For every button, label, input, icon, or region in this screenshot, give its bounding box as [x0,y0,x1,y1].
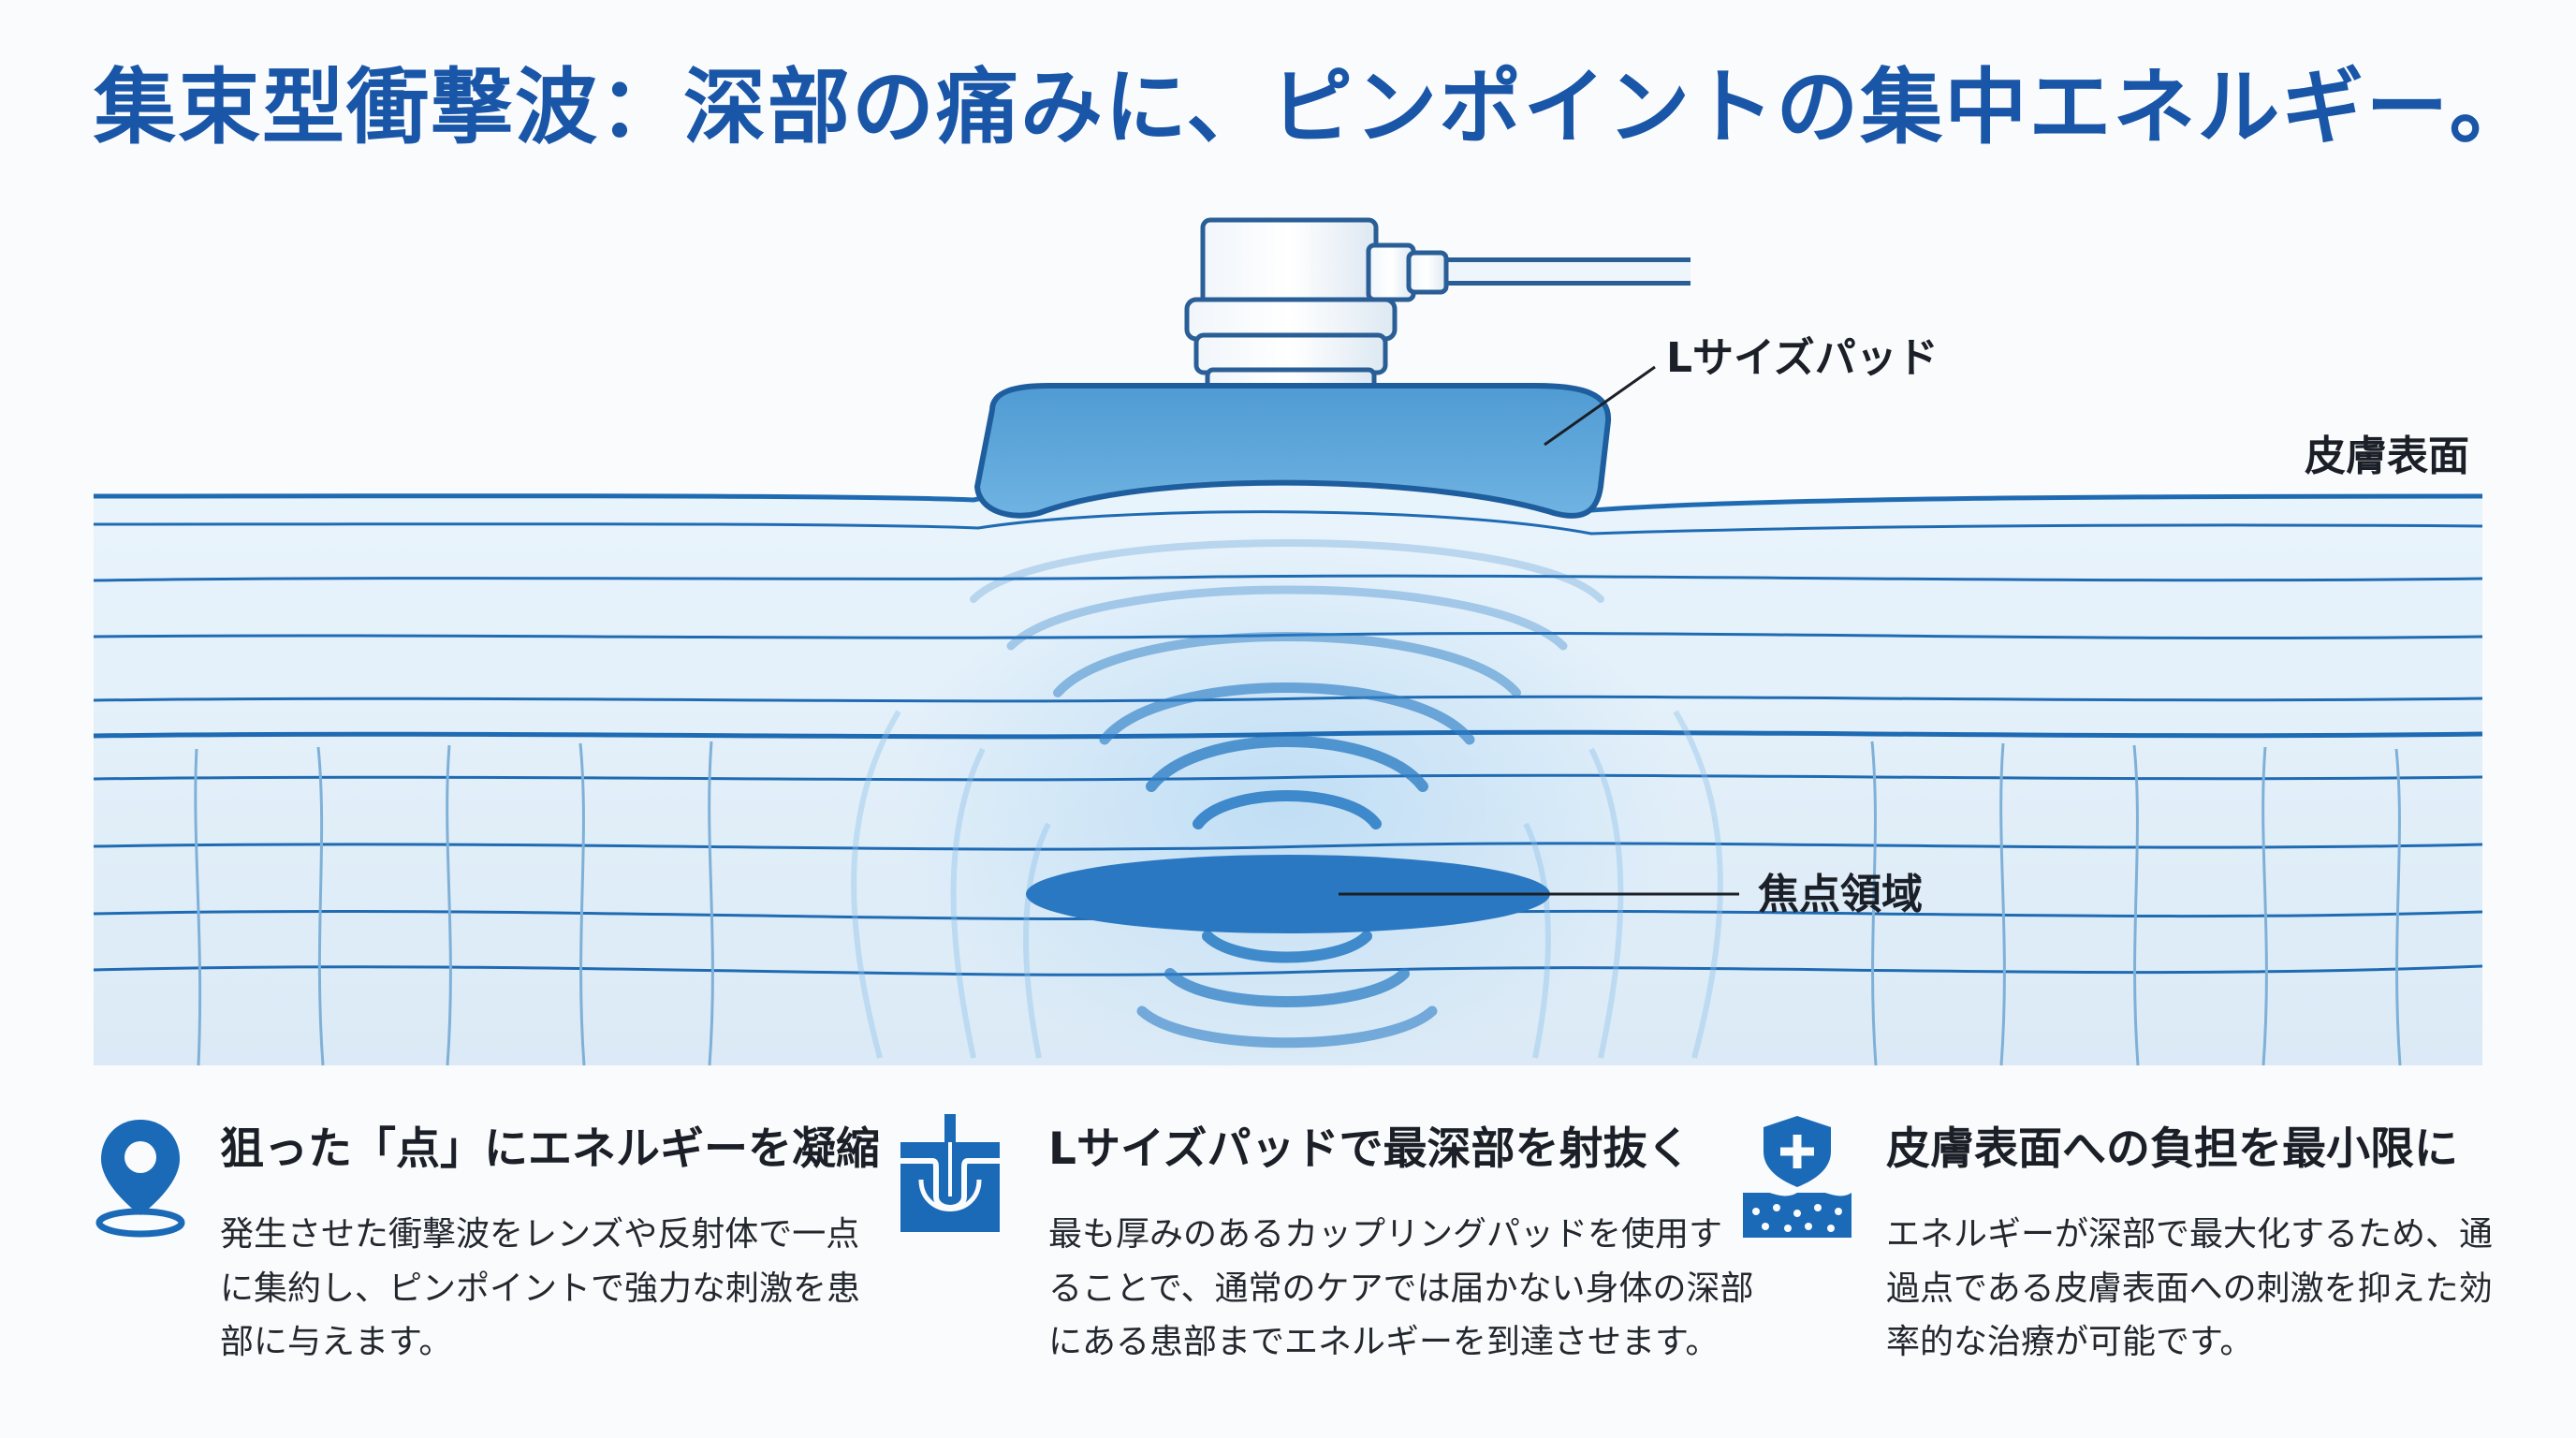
wave-glow [894,534,1680,1077]
focal-zone-ellipse [1026,855,1550,933]
faint-wave-rings [851,710,1723,1059]
feature-description: 最も厚みのあるカップリングパッドを使用す ることで、通常のケアでは届かない身体の… [1048,1215,1754,1362]
l-size-pad [973,383,1612,519]
feature-heading: 狙った「点」にエネルギーを凝縮 [220,1123,880,1175]
muscle-fiber-lines [194,741,2402,1066]
location-pin-icon [95,1120,185,1238]
pad-label: Lサイズパッド [1666,334,1939,382]
feature-description: 発生させた衝撃波をレンズや反射体で一点 に集約し、ピンポイントで強力な刺激を患 … [220,1215,861,1362]
focal-zone-label: 焦点領域 [1758,871,1923,918]
pad-leader-line [1544,365,1656,447]
page-title: 集束型衝撃波：深部の痛みに、ピンポイントの集中エネルギー。 [94,59,2534,155]
shockwave-arcs-lower [1136,931,1438,1049]
feature-heading: Lサイズパッドで最深部を射抜く [1048,1123,1691,1175]
feature-heading: 皮膚表面への負担を最小限に [1886,1123,2458,1175]
skin-protection-shield-icon [1743,1116,1852,1238]
deep-penetration-icon [900,1114,1000,1232]
skin-surface-label: 皮膚表面 [2305,433,2469,480]
shockwave-probe [1184,217,1449,403]
shockwave-arcs-upper [970,539,1604,829]
feature-description: エネルギーが深部で最大化するため、通 過点である皮膚表面への刺激を抑えた効 率的… [1886,1215,2494,1362]
